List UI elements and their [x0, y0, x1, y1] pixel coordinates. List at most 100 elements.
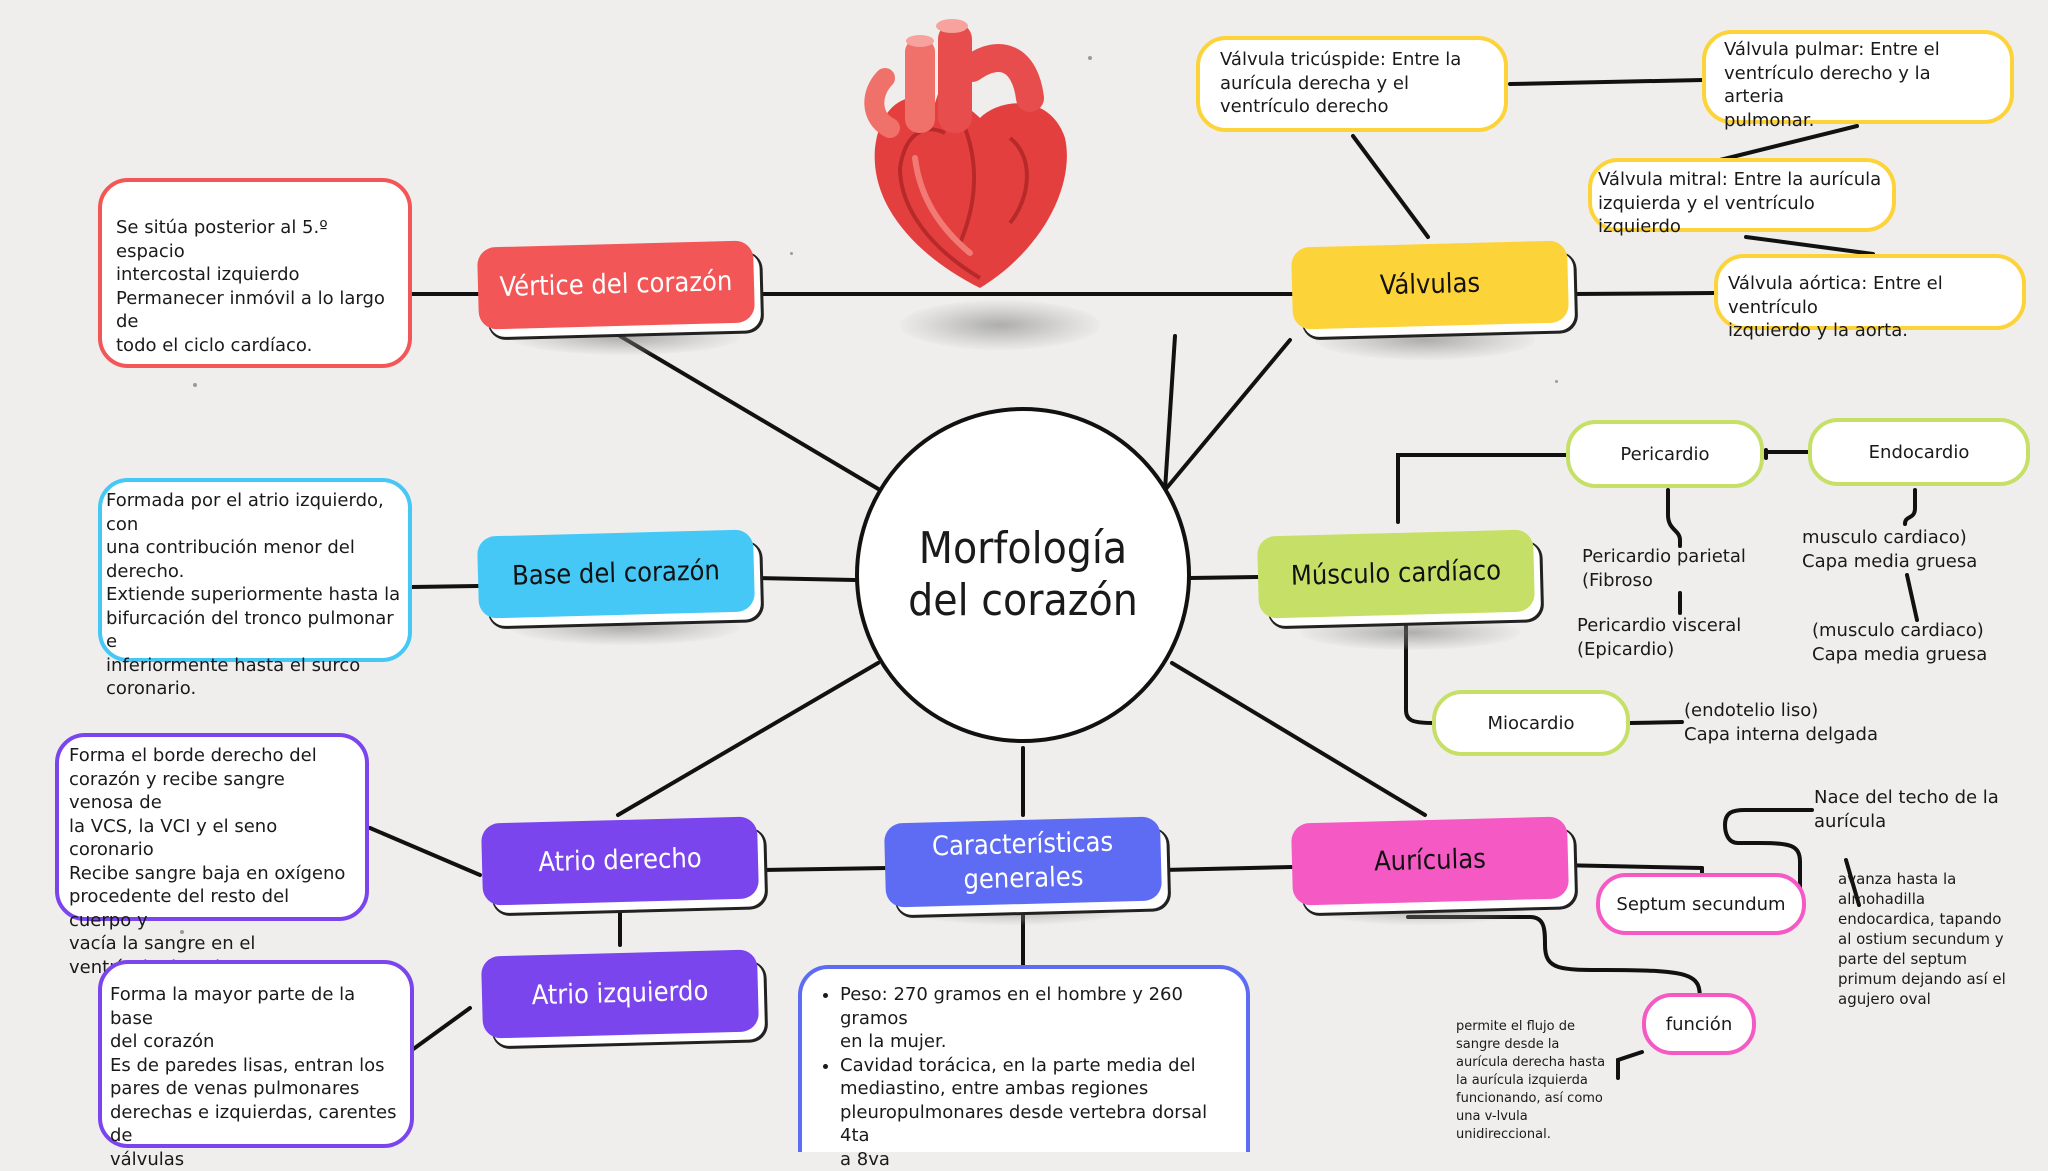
text-line: musculo cardiaco) [1802, 526, 1977, 550]
text-line: vacía la sangre en el [69, 932, 355, 956]
text-line: Formada por el atrio izquierdo, con [106, 489, 404, 536]
text-line: permite el flujo de [1456, 1018, 1605, 1036]
box-mitral: Válvula mitral: Entre la aurícula izquie… [1588, 158, 1896, 232]
text-line: Cavidad torácica, en la parte media del [840, 1054, 1236, 1078]
text-line: inferiormente hasta el surco [106, 654, 404, 678]
text-line: pleuropulmonares desde vertebra dorsal 4… [840, 1101, 1236, 1148]
node-atrio-derecho: Atrio derecho [481, 816, 759, 905]
text-line: Es de paredes lisas, entran los [110, 1054, 402, 1078]
box-caracteristicas: Peso: 270 gramos en el hombre y 260 gram… [798, 965, 1250, 1152]
text-line: la aurícula izquierda [1456, 1072, 1605, 1090]
text-techo: Nace del techo de la aurícula [1814, 786, 1999, 833]
text-line: a 8va [840, 1148, 1236, 1171]
pill-endocardio: Endocardio [1808, 418, 2030, 486]
node-vertice: Vértice del corazón [477, 240, 755, 329]
text-line: Capa interna delgada [1684, 723, 1878, 747]
box-base: Formada por el atrio izquierdo, con una … [98, 478, 412, 662]
text-line: pares de venas pulmonares [110, 1077, 402, 1101]
list-item: Peso: 270 gramos en el hombre y 260 gram… [840, 983, 1236, 1054]
text-line: derecho. [106, 560, 404, 584]
text-line: pulmonar. [1724, 109, 1992, 133]
node-base: Base del corazón [477, 529, 755, 618]
text-line: Recibe sangre baja en oxígeno [69, 862, 355, 886]
text-permite: permite el flujo de sangre desde la aurí… [1456, 1018, 1605, 1144]
center-title-line2: del corazón [908, 575, 1138, 627]
text-line: unidireccional. [1456, 1126, 1605, 1144]
caracteristicas-list: Peso: 270 gramos en el hombre y 260 gram… [812, 983, 1236, 1171]
text-line: coronario. [106, 677, 404, 701]
text-line: Forma la mayor parte de la base [110, 983, 402, 1030]
text-line: Forma el borde derecho del [69, 744, 355, 768]
text-line: una v-lvula [1456, 1108, 1605, 1126]
text-line: la VCS, la VCI y el seno coronario [69, 815, 355, 862]
text-line: sangre desde la [1456, 1036, 1605, 1054]
text-line: Capa media gruesa [1802, 550, 1977, 574]
node-caracteristicas-line1: Características [932, 826, 1114, 865]
text-line: en la mujer. [840, 1030, 1236, 1054]
text-line: Capa media gruesa [1812, 643, 1987, 667]
list-item: Cavidad torácica, en la parte media del … [840, 1054, 1236, 1171]
text-endocardio: musculo cardiaco) Capa media gruesa [1802, 526, 1977, 573]
text-line: ventrículo derecho [1220, 95, 1484, 119]
box-atrio-derecho: Forma el borde derecho del corazón y rec… [55, 733, 369, 921]
box-vertice: Se sitúa posterior al 5.º espacio interc… [98, 178, 412, 368]
text-line: derechas e izquierdas, carentes de [110, 1101, 402, 1148]
text-line: una contribución menor del [106, 536, 404, 560]
text-line: aurícula derecha y el [1220, 72, 1484, 96]
text-line: del corazón [110, 1030, 402, 1054]
text-line: parte del septum [1838, 949, 2006, 969]
text-line: Peso: 270 gramos en el hombre y 260 gram… [840, 983, 1236, 1030]
text-line: Válvula mitral: Entre la aurícula [1598, 168, 1886, 192]
pill-septum-secundum: Septum secundum [1596, 873, 1806, 935]
text-line: Pericardio visceral [1577, 614, 1741, 638]
text-line: Válvula pulmar: Entre el [1724, 38, 1992, 62]
text-line: primum dejando así el [1838, 969, 2006, 989]
center-title-line1: Morfología [919, 523, 1127, 575]
node-caracteristicas-line2: generales [963, 860, 1084, 897]
text-line: (Epicardio) [1577, 638, 1741, 662]
box-atrio-izquierdo: Forma la mayor parte de la base del cora… [98, 960, 414, 1148]
center-circle: Morfología del corazón [855, 407, 1191, 743]
node-auriculas: Aurículas [1291, 816, 1569, 905]
text-line: Extiende superiormente hasta la [106, 583, 404, 607]
text-line: ventrículo derecho y la arteria [1724, 62, 1992, 109]
pill-pericardio: Pericardio [1566, 420, 1764, 488]
box-pulmonar: Válvula pulmar: Entre el ventrículo dere… [1702, 30, 2014, 124]
node-caracteristicas: Características generales [884, 816, 1162, 907]
heart-icon [860, 8, 1080, 293]
heart-shadow [900, 300, 1100, 350]
text-line: mediastino, entre ambas regiones [840, 1077, 1236, 1101]
text-line: Se sitúa posterior al 5.º espacio [116, 216, 394, 263]
text-line: (Fibroso [1582, 569, 1746, 593]
text-line: endocardica, tapando [1838, 909, 2006, 929]
text-line: intercostal izquierdo [116, 263, 394, 287]
text-line: bifurcación del tronco pulmonar e [106, 607, 404, 654]
text-line: todo el ciclo cardíaco. [116, 334, 394, 358]
node-shadow [1300, 615, 1520, 650]
text-line: Válvula aórtica: Entre el ventrículo [1728, 272, 2012, 319]
text-line: Válvula tricúspide: Entre la [1220, 48, 1484, 72]
node-musculo: Músculo cardíaco [1257, 529, 1535, 618]
text-line: almohadilla [1838, 889, 2006, 909]
box-tricuspide: Válvula tricúspide: Entre la aurícula de… [1196, 36, 1508, 132]
text-line: válvulas [110, 1148, 402, 1171]
text-avanza: avanza hasta la almohadilla endocardica,… [1838, 869, 2006, 1009]
text-line: Nace del techo de la [1814, 786, 1999, 810]
node-atrio-izquierdo: Atrio izquierdo [481, 949, 759, 1038]
text-line: funcionando, así como [1456, 1090, 1605, 1108]
text-line: aurícula derecha hasta [1456, 1054, 1605, 1072]
text-line: (endotelio liso) [1684, 699, 1878, 723]
text-line: corazón y recibe sangre venosa de [69, 768, 355, 815]
text-line: izquierda y el ventrículo izquierdo [1598, 192, 1886, 239]
text-line: procedente del resto del cuerpo y [69, 885, 355, 932]
text-line: avanza hasta la [1838, 869, 2006, 889]
text-line: al ostium secundum y [1838, 929, 2006, 949]
text-line: (musculo cardiaco) [1812, 619, 1987, 643]
box-aortica: Válvula aórtica: Entre el ventrículo izq… [1714, 254, 2026, 330]
text-line: izquierdo y la aorta. [1728, 319, 2012, 343]
text-musculo-cardiaco: (musculo cardiaco) Capa media gruesa [1812, 619, 1987, 666]
text-pericardio-parietal: Pericardio parietal (Fibroso [1582, 545, 1746, 592]
pill-miocardio: Miocardio [1432, 690, 1630, 756]
text-miocardio: (endotelio liso) Capa interna delgada [1684, 699, 1878, 746]
text-line: Pericardio parietal [1582, 545, 1746, 569]
